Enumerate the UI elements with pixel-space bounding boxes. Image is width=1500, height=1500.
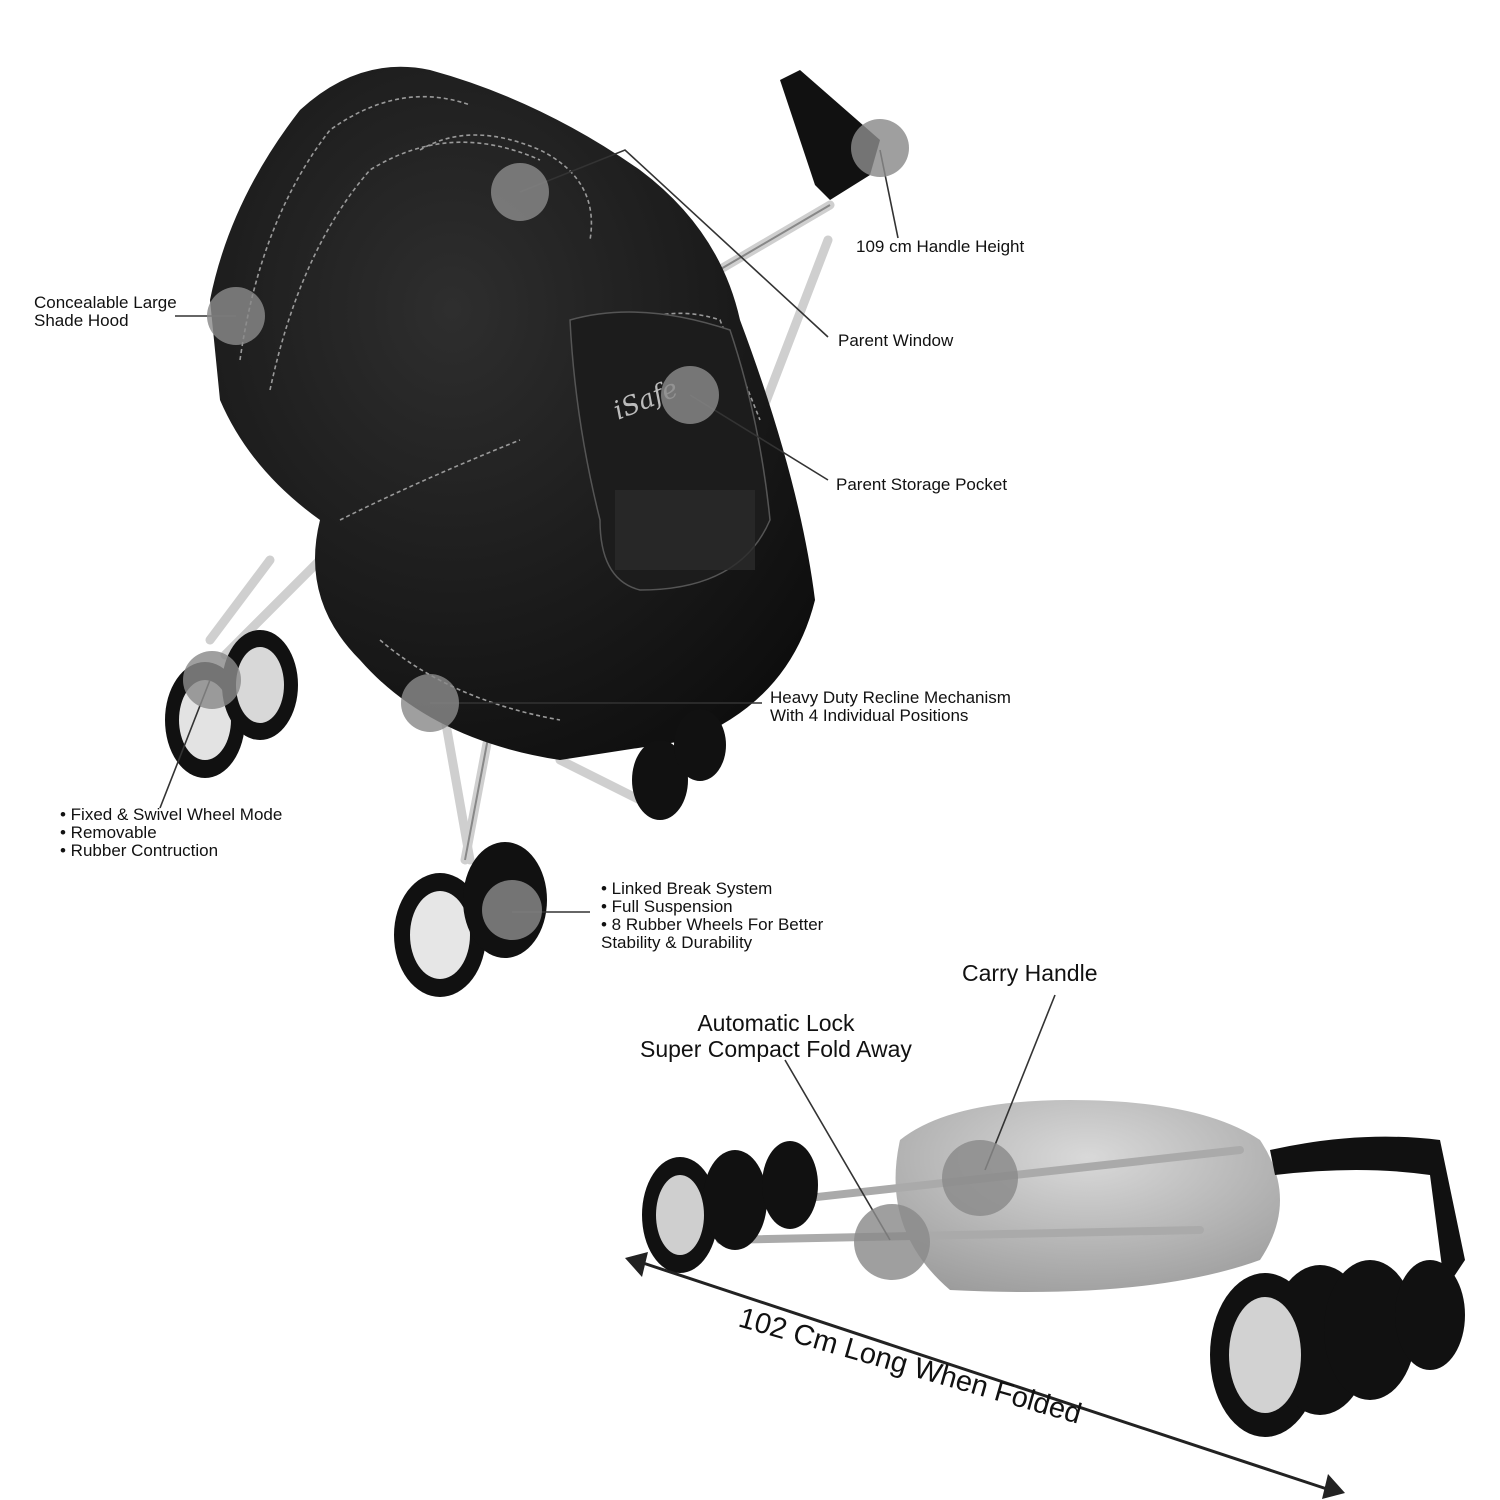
callout-marker-dot xyxy=(942,1140,1018,1216)
callout-marker-dot xyxy=(401,674,459,732)
callout-carry-handle: Carry Handle xyxy=(962,960,1098,986)
callout-handle-height: 109 cm Handle Height xyxy=(856,237,1025,256)
callout-recline: Heavy Duty Recline Mechanism With 4 Indi… xyxy=(770,688,1011,725)
callout-storage-pocket: Parent Storage Pocket xyxy=(836,475,1008,494)
callout-front-wheels: • Fixed & Swivel Wheel Mode • Removable … xyxy=(60,805,283,860)
folded-stroller xyxy=(642,1100,1465,1437)
upright-stroller: iSafe xyxy=(165,66,880,997)
dimension-arrow xyxy=(625,1252,1345,1499)
callout-marker-dot xyxy=(491,163,549,221)
callout-markers xyxy=(183,119,1018,1280)
callout-fold: Automatic Lock Super Compact Fold Away xyxy=(640,1010,912,1062)
front-wheels xyxy=(165,630,298,778)
callout-shade-hood: Concealable Large Shade Hood xyxy=(34,293,177,330)
callout-marker-dot xyxy=(207,287,265,345)
callout-marker-dot xyxy=(851,119,909,177)
callout-marker-dot xyxy=(183,651,241,709)
callout-parent-window: Parent Window xyxy=(838,331,954,350)
callout-marker-dot xyxy=(661,366,719,424)
callout-rear-wheels: • Linked Break System • Full Suspension … xyxy=(601,879,824,952)
callout-marker-dot xyxy=(854,1204,930,1280)
callout-marker-dot xyxy=(482,880,542,940)
